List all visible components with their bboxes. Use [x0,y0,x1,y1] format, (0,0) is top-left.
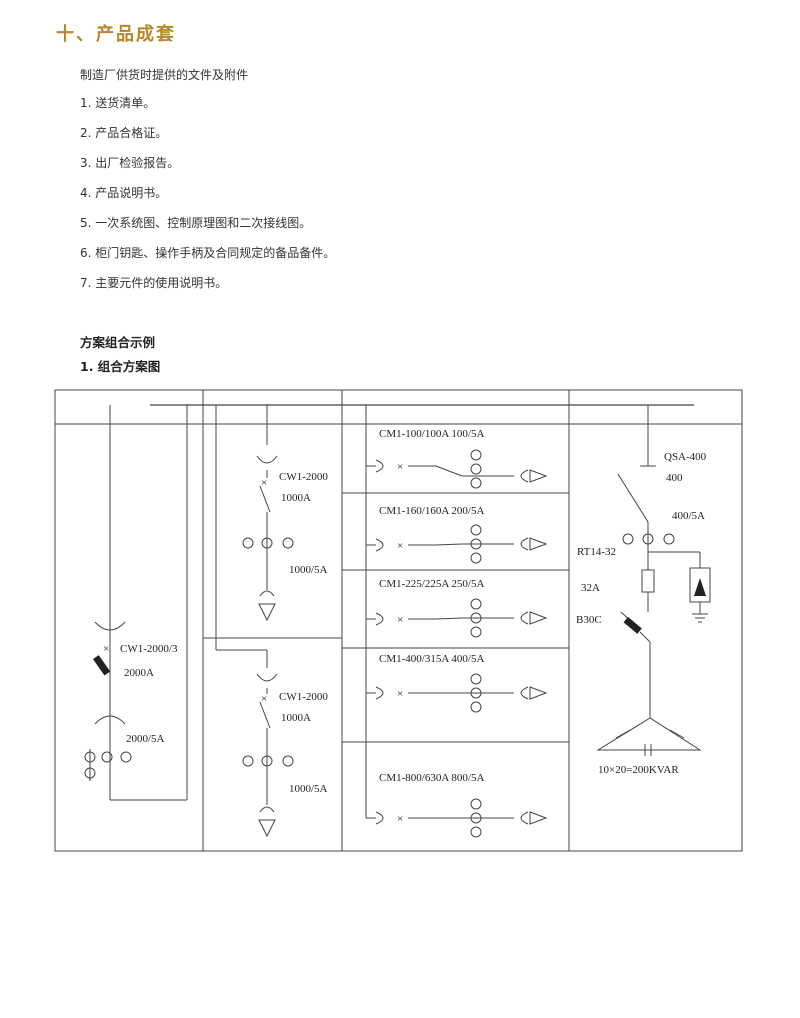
section-title: 十、产品成套 [56,24,176,45]
col4-ct-label: 400/5A [672,510,705,522]
svg-text:×: × [397,813,403,825]
diagram-frame [54,389,743,852]
svg-text:×: × [397,614,403,626]
col2-bottom-ct-label: 1000/5A [289,783,328,795]
svg-text:×: × [103,643,109,655]
incoming-panel: × CW1-2000/3 2000A 2000/5A [84,405,188,801]
list-item: 6. 柜门钥匙、操作手柄及合同规定的备品备件。 [80,246,336,260]
scheme-title: 方案组合示例 [80,335,156,350]
feeder-row: × CM1-800/630A 800/5A [375,772,548,838]
feeder-label: CM1-225/225A 250/5A [379,578,484,590]
svg-text:×: × [261,477,267,489]
col1-breaker-label: CW1-2000/3 [120,643,178,655]
col1-rating-label: 2000A [124,667,154,679]
list-item: 1. 送货清单。 [80,96,156,110]
list-item: 4. 产品说明书。 [80,186,168,200]
feeder-label: CM1-800/630A 800/5A [379,772,484,784]
feeder-row: × CM1-225/225A 250/5A [375,578,548,638]
col2-bottom-rating-label: 1000A [281,712,311,724]
feeder-panel-1000a: × CW1-2000 1000A 1000/5A × CW1-2000 1000… [215,405,328,838]
svg-text:×: × [397,540,403,552]
feeder-row: × CM1-400/315A 400/5A [375,653,548,713]
col4-fuse-label: RT14-32 [577,546,616,558]
col4-switch-label: QSA-400 [664,451,707,463]
svg-text:×: × [397,688,403,700]
feeder-row: × CM1-160/160A 200/5A [375,505,548,564]
svg-text:×: × [261,693,267,705]
intro-text: 制造厂供货时提供的文件及附件 [80,68,249,82]
col2-top-rating-label: 1000A [281,492,311,504]
list-item: 7. 主要元件的使用说明书。 [80,276,228,290]
col2-top-breaker-label: CW1-2000 [279,471,328,483]
feeder-row: × CM1-100/100A 100/5A [375,428,548,489]
breaker-symbol [92,655,111,676]
list-item: 3. 出厂检验报告。 [80,156,180,170]
svg-text:×: × [397,461,403,473]
col2-bottom-breaker-label: CW1-2000 [279,691,328,703]
col4-fuse-rating-label: 32A [581,582,600,594]
feeder-panel-cm1: × CM1-100/100A 100/5A × CM1-160/160A 200… [365,405,548,838]
feeder-label: CM1-160/160A 200/5A [379,505,484,517]
list-item: 5. 一次系统图、控制原理图和二次接线图。 [80,216,312,230]
feeder-label: CM1-400/315A 400/5A [379,653,484,665]
col1-ct-label: 2000/5A [126,733,165,745]
list-item: 2. 产品合格证。 [80,126,168,140]
col2-top-ct-label: 1000/5A [289,564,328,576]
col4-switch-rating-label: 400 [666,472,683,484]
scheme-subtitle: 1. 组合方案图 [80,359,161,374]
feeder-label: CM1-100/100A 100/5A [379,428,484,440]
capacitor-panel: QSA-400 400 400/5A RT14-32 32A B30C 10×2… [576,405,711,776]
document-list: 1. 送货清单。 2. 产品合格证。 3. 出厂检验报告。 4. 产品说明书。 … [80,96,335,306]
col4-capacitor-label: 10×20=200KVAR [598,764,679,776]
col4-contactor-label: B30C [576,614,602,626]
